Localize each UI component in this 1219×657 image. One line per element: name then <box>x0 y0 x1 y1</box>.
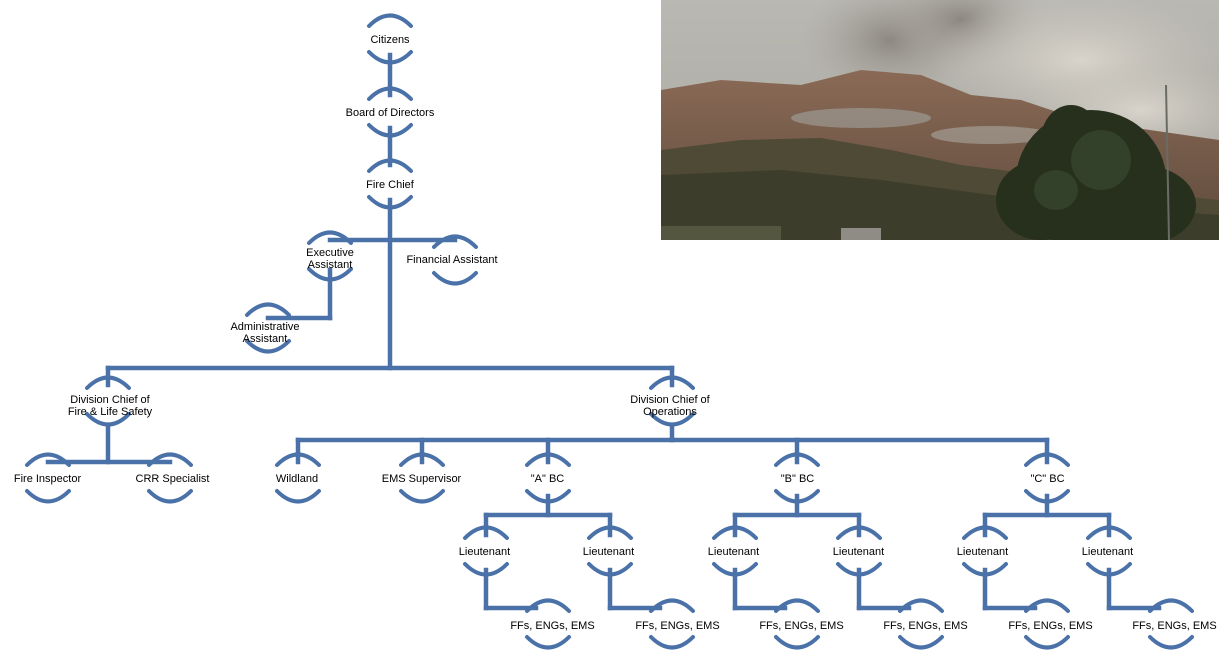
node-arc-top <box>898 598 944 613</box>
node-arc-bottom <box>774 489 820 504</box>
node-a-bc: "A" BC <box>530 473 565 485</box>
node-crew: FFs, ENGs, EMS <box>759 620 844 632</box>
node-arc-bottom <box>367 195 413 210</box>
node-arc-top <box>367 86 413 101</box>
node-citizens: Citizens <box>370 34 410 46</box>
node-arc-bottom <box>367 123 413 138</box>
node-arc-top <box>649 598 695 613</box>
node-arc-bottom <box>649 412 695 427</box>
node-arc-top <box>1148 598 1194 613</box>
node-executive-assistant: Executive Assistant <box>306 247 354 271</box>
node-crew: FFs, ENGs, EMS <box>510 620 595 632</box>
node-arc-top <box>587 525 633 540</box>
node-arc-top <box>399 452 445 467</box>
node-crew: FFs, ENGs, EMS <box>635 620 720 632</box>
node-arc-bottom <box>245 339 291 354</box>
node-administrative-assistant: Administrative Assistant <box>230 321 300 345</box>
node-crr-specialist: CRR Specialist <box>135 473 210 485</box>
node-arc-top <box>275 452 321 467</box>
node-arc-top <box>1024 452 1070 467</box>
node-arc-bottom <box>367 50 413 65</box>
node-lieutenant: Lieutenant <box>832 546 885 558</box>
node-arc-bottom <box>399 489 445 504</box>
node-wildland: Wildland <box>275 473 319 485</box>
node-arc-top <box>25 452 71 467</box>
node-lieutenant: Lieutenant <box>1081 546 1134 558</box>
node-arc-top <box>525 452 571 467</box>
node-arc-bottom <box>525 489 571 504</box>
node-lieutenant: Lieutenant <box>582 546 635 558</box>
node-arc-top <box>774 452 820 467</box>
node-c-bc: "C" BC <box>1030 473 1065 485</box>
node-arc-top <box>307 230 353 245</box>
node-financial-assistant: Financial Assistant <box>406 254 498 266</box>
node-arc-bottom <box>525 635 571 650</box>
node-arc-top <box>147 452 193 467</box>
node-arc-bottom <box>962 562 1008 577</box>
node-arc-bottom <box>836 562 882 577</box>
node-arc-top <box>712 525 758 540</box>
wildfire-photo <box>661 0 1219 240</box>
node-division-chief-fire-life-safety: Division Chief of Fire & Life Safety <box>67 394 153 418</box>
node-lieutenant: Lieutenant <box>458 546 511 558</box>
node-arc-bottom <box>25 489 71 504</box>
node-arc-top <box>774 598 820 613</box>
node-arc-top <box>1024 598 1070 613</box>
node-fire-chief: Fire Chief <box>366 179 414 191</box>
node-arc-bottom <box>587 562 633 577</box>
node-arc-top <box>962 525 1008 540</box>
node-arc-bottom <box>432 271 478 286</box>
node-arc-bottom <box>712 562 758 577</box>
node-division-chief-operations: Division Chief of Operations <box>630 394 710 418</box>
node-arc-bottom <box>275 489 321 504</box>
node-ems-supervisor: EMS Supervisor <box>381 473 462 485</box>
node-arc-top <box>367 158 413 173</box>
node-arc-bottom <box>1024 489 1070 504</box>
node-arc-top <box>1086 525 1132 540</box>
node-arc-bottom <box>147 489 193 504</box>
node-arcs <box>25 13 1194 650</box>
node-board-of-directors: Board of Directors <box>345 107 435 119</box>
node-crew: FFs, ENGs, EMS <box>1008 620 1093 632</box>
node-lieutenant: Lieutenant <box>956 546 1009 558</box>
node-arc-bottom <box>307 267 353 282</box>
node-arc-top <box>649 375 695 390</box>
node-arc-bottom <box>85 412 131 427</box>
node-lieutenant: Lieutenant <box>707 546 760 558</box>
node-fire-inspector: Fire Inspector <box>13 473 82 485</box>
node-arc-top <box>432 234 478 249</box>
node-arc-top <box>85 375 131 390</box>
node-crew: FFs, ENGs, EMS <box>1132 620 1217 632</box>
node-arc-bottom <box>649 635 695 650</box>
node-arc-bottom <box>1086 562 1132 577</box>
node-b-bc: "B" BC <box>780 473 815 485</box>
node-arc-bottom <box>1024 635 1070 650</box>
node-arc-top <box>367 13 413 28</box>
node-arc-bottom <box>463 562 509 577</box>
node-arc-top <box>525 598 571 613</box>
node-arc-top <box>463 525 509 540</box>
node-arc-bottom <box>774 635 820 650</box>
node-arc-top <box>245 302 291 317</box>
node-arc-bottom <box>1148 635 1194 650</box>
node-crew: FFs, ENGs, EMS <box>883 620 968 632</box>
node-arc-top <box>836 525 882 540</box>
node-arc-bottom <box>898 635 944 650</box>
wildfire-photo-image <box>661 0 1219 240</box>
